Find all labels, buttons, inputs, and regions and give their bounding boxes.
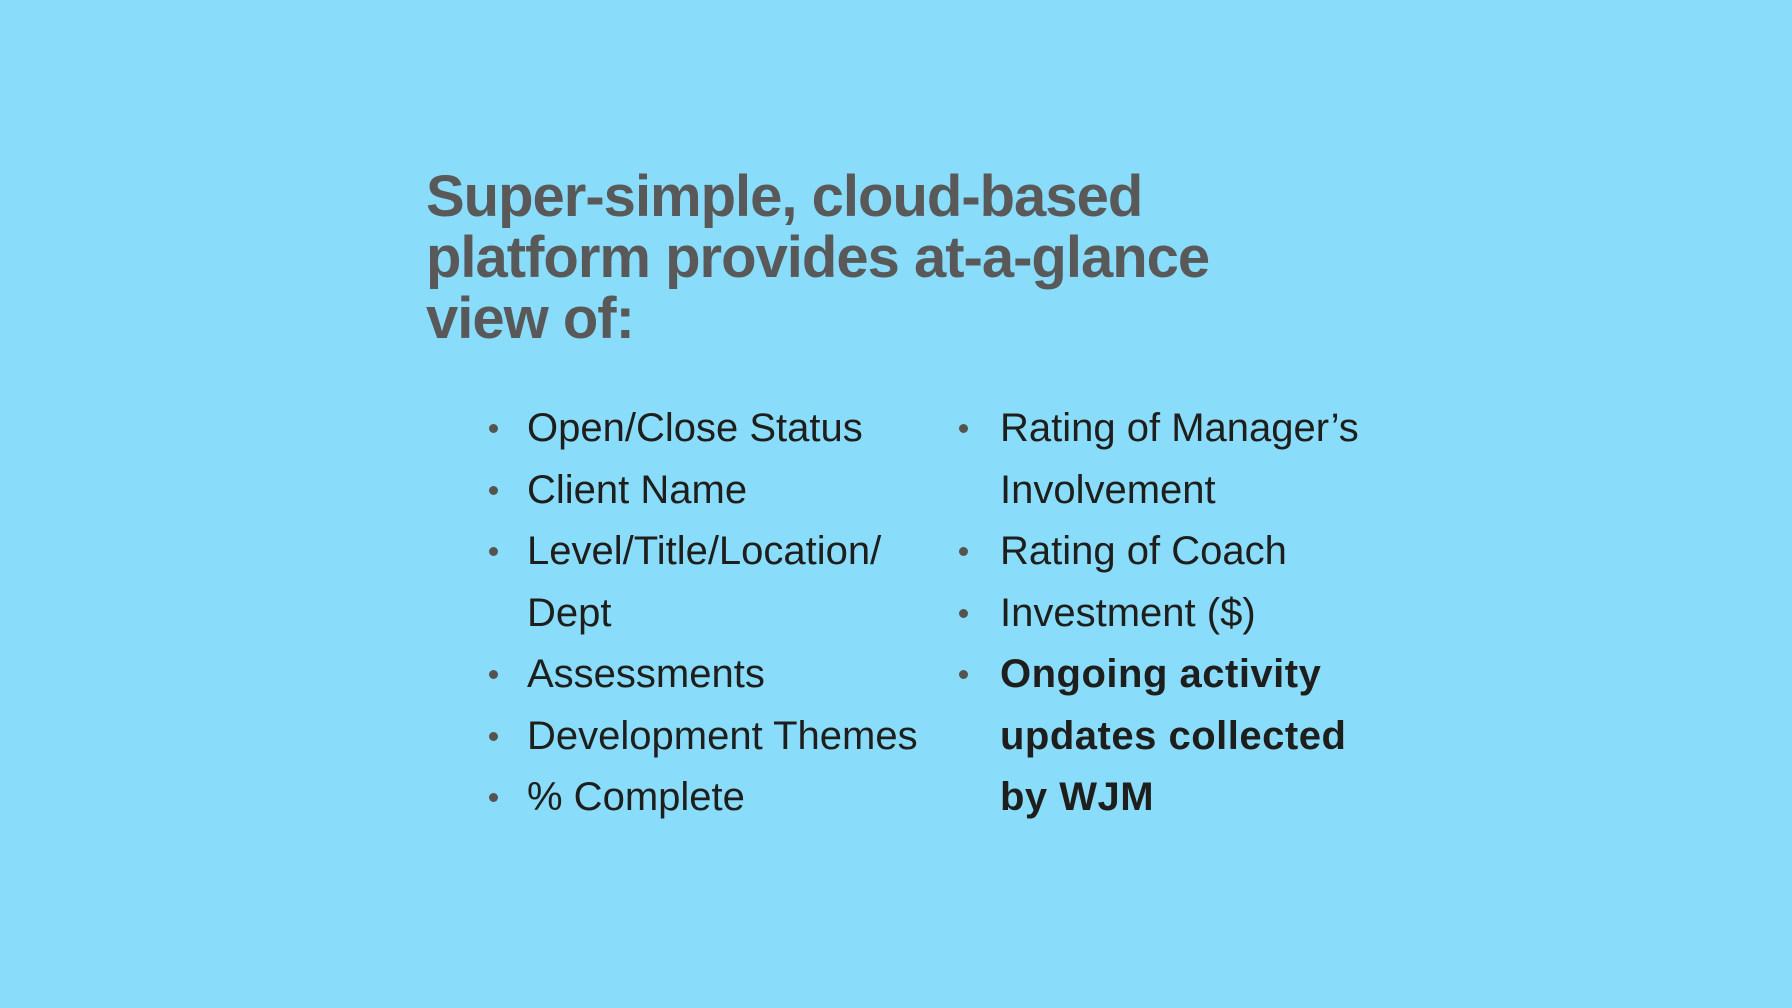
- bullet-item-continuation: by WJM: [956, 767, 1359, 829]
- slide-title-line: platform provides at-a-glance: [426, 225, 1210, 290]
- bullet-item: Rating of Manager’s: [956, 398, 1359, 460]
- bullet-item-label: % Complete: [527, 775, 745, 819]
- bullet-item: % Complete: [486, 767, 918, 829]
- bullet-item-label: Assessments: [527, 652, 765, 696]
- bullet-dot: [959, 670, 968, 679]
- bullet-dot: [489, 670, 498, 679]
- bullet-item-label: Open/Close Status: [527, 406, 863, 450]
- bullet-item-label: by WJM: [1000, 775, 1155, 819]
- slide-title: Super-simple, cloud-based platform provi…: [426, 164, 1210, 351]
- bullet-dot: [489, 424, 498, 433]
- bullet-dot: [489, 731, 498, 741]
- bullet-dot: [489, 793, 498, 802]
- bullet-item: Level/Title/Location/: [486, 521, 918, 583]
- bullet-item: Assessments: [486, 644, 918, 706]
- bullet-item-continuation: Involvement: [956, 460, 1359, 522]
- bullet-item: Investment ($): [956, 583, 1359, 645]
- bullet-item-label: Ongoing activity: [1000, 652, 1322, 696]
- bullet-item-label: Rating of Coach: [1000, 529, 1287, 573]
- bullet-item-label: updates collected: [1000, 713, 1347, 758]
- bullet-item-label: Rating of Manager’s: [1000, 406, 1359, 450]
- bullet-item-label: Investment ($): [1000, 590, 1256, 635]
- bullet-item-label: Involvement: [1000, 467, 1216, 512]
- bullet-item-label: Development Themes: [527, 713, 918, 758]
- bullet-dot: [959, 424, 968, 433]
- bullet-dot: [959, 547, 968, 556]
- bullet-dot: [489, 547, 498, 556]
- bullet-item-label: Dept: [527, 590, 612, 635]
- bullet-item: Client Name: [486, 460, 918, 522]
- bullet-dot: [489, 485, 498, 495]
- bullet-item-label: Level/Title/Location/: [527, 529, 882, 573]
- bullet-item-continuation: updates collected: [956, 706, 1359, 768]
- bullet-item: Ongoing activity: [956, 644, 1359, 706]
- bullet-item: Rating of Coach: [956, 521, 1359, 583]
- bullet-item: Development Themes: [486, 706, 918, 768]
- slide-title-line: Super-simple, cloud-based: [426, 164, 1143, 229]
- bullet-item-continuation: Dept: [486, 583, 918, 645]
- bullet-item: Open/Close Status: [486, 398, 918, 460]
- bullet-dot: [959, 608, 968, 618]
- slide-title-line: view of:: [426, 286, 635, 351]
- bullet-item-label: Client Name: [527, 467, 748, 512]
